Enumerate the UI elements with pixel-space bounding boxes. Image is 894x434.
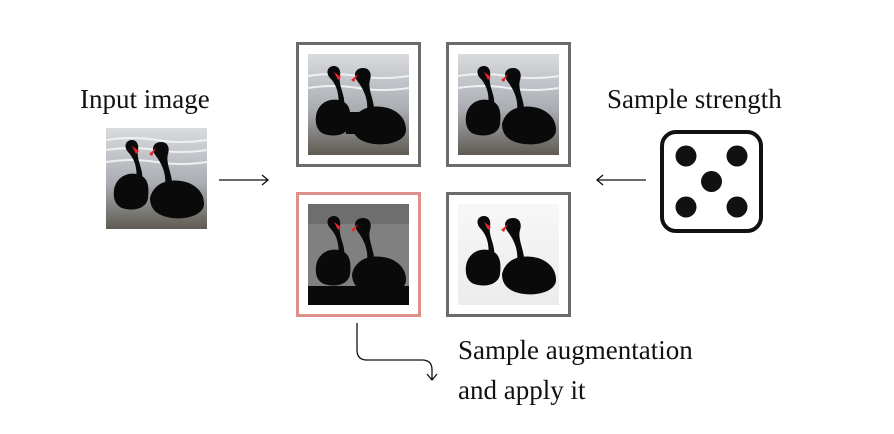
augmentation-brightness-tile [446,192,571,317]
sample-augmentation-label: Sample augmentation [458,335,693,365]
strength-arrow [595,174,646,186]
input-image [105,128,208,229]
apply-arrow [356,323,438,382]
augmentation-posterize-tile [296,192,421,317]
augmentation-original-tile [446,42,571,167]
input-arrow [219,174,270,186]
apply-it-label: and apply it [458,375,586,405]
dice-icon [660,130,763,233]
augmentation-cutout-tile [296,42,421,167]
sample-strength-label: Sample strength [607,84,782,114]
input-image-label: Input image [80,84,210,114]
